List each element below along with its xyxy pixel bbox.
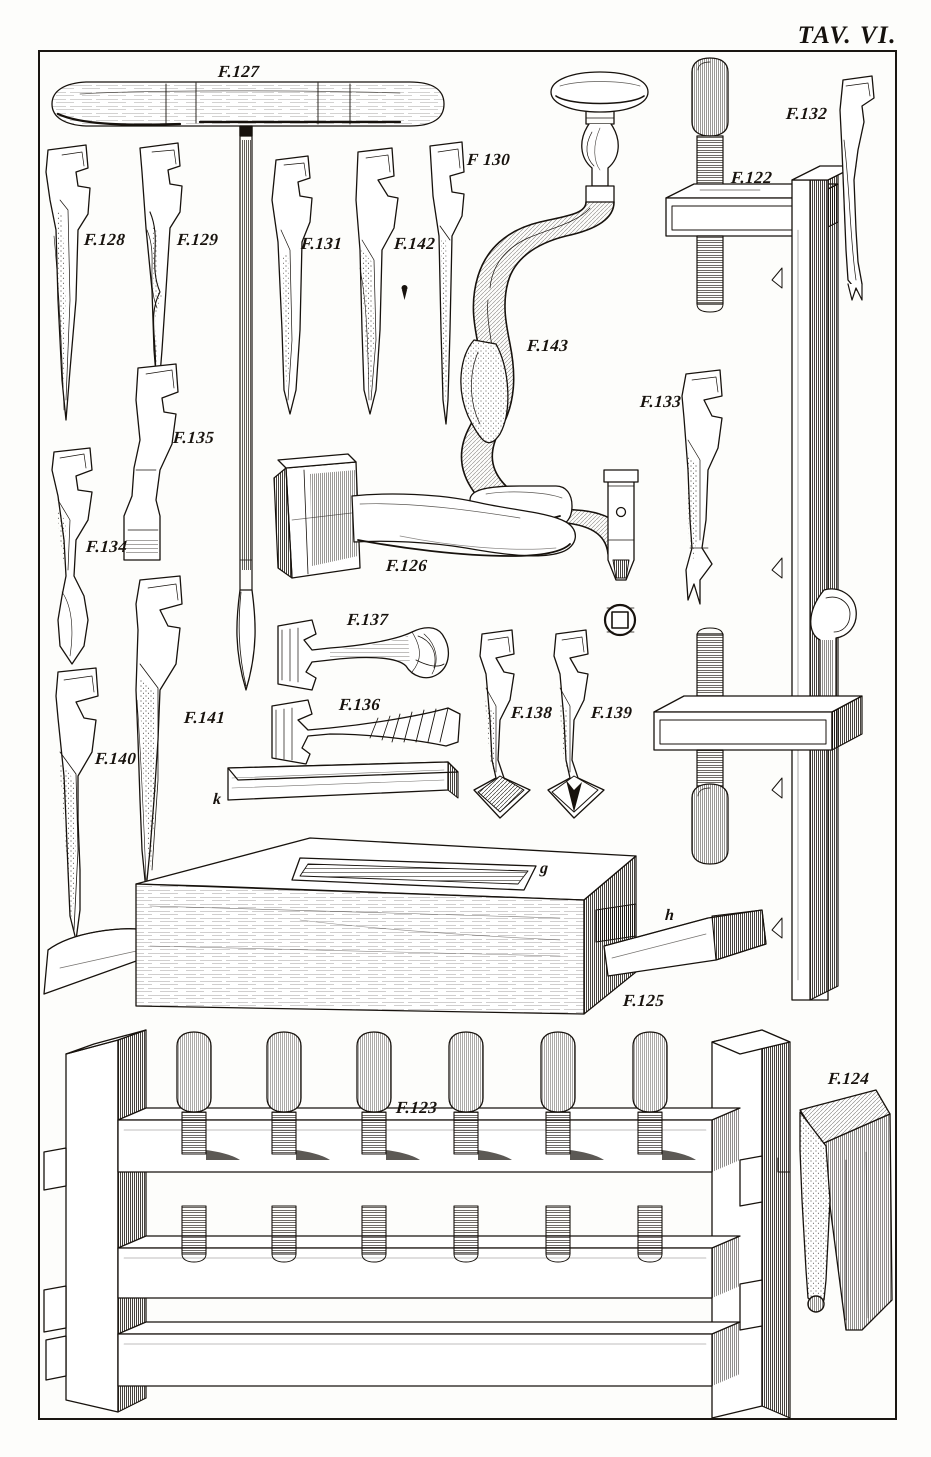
page-title: TAV. VI.	[797, 22, 897, 49]
figure-label-f142: F.142	[393, 234, 437, 253]
figure-label-f138: F.138	[510, 703, 554, 722]
figure-label-f123: F.123	[395, 1098, 439, 1117]
figure-label-f141: F.141	[183, 708, 227, 727]
figure-label-f128: F.128	[83, 230, 127, 249]
figure-label-f126: F.126	[385, 556, 429, 575]
figure-label-f127: F.127	[217, 62, 261, 81]
figure-label-f143: F.143	[526, 336, 570, 355]
figure-label-f132: F.132	[785, 104, 829, 123]
plate-border	[38, 50, 897, 1420]
figure-label-f122: F.122	[730, 168, 774, 187]
figure-label-f139: F.139	[590, 703, 634, 722]
figure-label-k: k	[212, 791, 223, 808]
figure-label-f129: F.129	[176, 230, 220, 249]
figure-label-h: h	[664, 907, 676, 924]
figure-label-g: g	[539, 860, 550, 877]
figure-label-f140: F.140	[94, 749, 138, 768]
figure-label-f134: F.134	[85, 537, 129, 556]
figure-label-f133: F.133	[639, 392, 683, 411]
figure-label-f124: F.124	[827, 1069, 871, 1088]
figure-label-f130: F 130	[466, 150, 511, 169]
figure-label-f135: F.135	[172, 428, 216, 447]
figure-label-f136: F.136	[338, 695, 382, 714]
figure-label-f131: F.131	[300, 234, 344, 253]
figure-label-f137: F.137	[346, 610, 390, 629]
figure-label-f125: F.125	[622, 991, 666, 1010]
